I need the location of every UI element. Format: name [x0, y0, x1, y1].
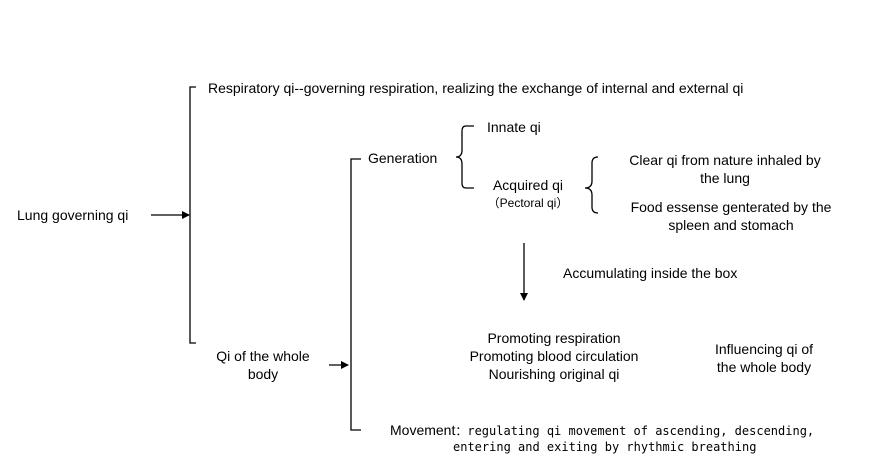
function-item: Nourishing original qi: [488, 366, 620, 382]
acquired-line1: Acquired qi: [492, 177, 564, 193]
root-label: Lung governing qi: [17, 207, 129, 223]
movement-label: Movement：regulating qi movement of ascen…: [390, 421, 814, 440]
accumulating-label: Accumulating inside the box: [563, 265, 738, 281]
generation-label: Generation: [368, 150, 438, 166]
clear-qi-line2: the lung: [700, 170, 750, 186]
innate-qi-label: Innate qi: [487, 119, 541, 135]
whole-body-bracket: [350, 158, 361, 431]
movement-line2: entering and exiting by rhythmic breathi…: [453, 440, 757, 454]
whole-body-line1: Qi of the whole: [216, 348, 310, 364]
clear-qi-line1: Clear qi from nature inhaled by: [629, 152, 821, 168]
main-bracket: [189, 86, 196, 344]
food-line2: spleen and stomach: [668, 217, 794, 233]
functions-list: Promoting respiration Promoting blood ci…: [440, 329, 668, 383]
acquired-qi-label: Acquired qi （Pectoral qi）: [470, 176, 586, 212]
food-line1: Food essense genterated by the: [630, 199, 832, 215]
whole-body-qi-label: Qi of the whole body: [200, 347, 326, 383]
respiratory-qi-label: Respiratory qi--governing respiration, r…: [208, 80, 744, 96]
influencing-line2: the whole body: [716, 359, 812, 375]
function-item: Promoting respiration: [487, 330, 621, 346]
acquired-line2: （Pectoral qi）: [487, 196, 569, 210]
function-item: Promoting blood circulation: [469, 348, 639, 364]
clear-qi-label: Clear qi from nature inhaled by the lung: [606, 151, 844, 187]
whole-body-line2: body: [247, 366, 279, 382]
acquired-brace: [584, 156, 599, 214]
movement-line1: ：regulating qi movement of ascending, de…: [455, 424, 815, 438]
influencing-label: Influencing qi of the whole body: [692, 340, 836, 376]
influencing-line1: Influencing qi of: [714, 341, 814, 357]
food-essence-label: Food essense genterated by the spleen an…: [611, 198, 851, 234]
movement-title: Movement: [390, 422, 456, 438]
generation-brace: [455, 125, 474, 189]
